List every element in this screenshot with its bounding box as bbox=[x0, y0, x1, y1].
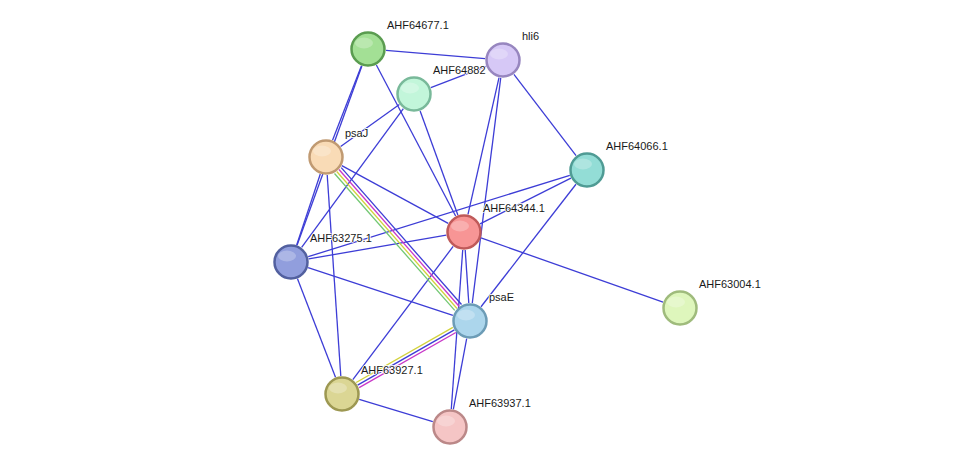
node-highlight bbox=[329, 383, 347, 394]
node-shape bbox=[350, 31, 386, 67]
interaction-edge bbox=[359, 333, 456, 388]
interaction-edge bbox=[297, 279, 335, 377]
protein-label: psaE bbox=[489, 291, 514, 304]
node-shape bbox=[446, 214, 482, 250]
node-circle bbox=[664, 292, 697, 325]
node-highlight bbox=[451, 221, 469, 232]
node-highlight bbox=[278, 251, 296, 262]
node-shape bbox=[324, 376, 360, 412]
node-circle bbox=[454, 305, 487, 338]
node-circle bbox=[275, 246, 308, 279]
protein-label: AHF63275.1 bbox=[310, 232, 372, 245]
node-circle bbox=[352, 33, 385, 66]
protein-node: psaJ bbox=[308, 139, 344, 175]
protein-node: AHF64882 bbox=[396, 76, 432, 112]
protein-label: hli6 bbox=[522, 30, 539, 43]
interaction-edge bbox=[359, 399, 433, 421]
interaction-edge bbox=[386, 50, 485, 58]
protein-label: AHF64344.1 bbox=[483, 202, 545, 215]
evidence-strand bbox=[358, 330, 455, 385]
node-shape bbox=[273, 244, 309, 280]
node-shape bbox=[569, 152, 605, 188]
node-shape bbox=[662, 290, 698, 326]
node-highlight bbox=[667, 297, 685, 308]
protein-node: AHF64677.1 bbox=[350, 31, 386, 67]
node-highlight bbox=[313, 146, 331, 157]
node-shape bbox=[308, 139, 344, 175]
interaction-edge bbox=[376, 65, 455, 216]
node-circle bbox=[448, 216, 481, 249]
interaction-edge bbox=[480, 178, 571, 224]
node-circle bbox=[398, 78, 431, 111]
protein-node: hli6 bbox=[485, 42, 521, 78]
node-circle bbox=[434, 411, 467, 444]
node-highlight bbox=[490, 49, 508, 60]
protein-label: AHF64677.1 bbox=[387, 19, 449, 32]
node-highlight bbox=[355, 38, 373, 49]
interaction-edge bbox=[472, 78, 500, 303]
evidence-strand bbox=[356, 327, 453, 382]
interaction-edge bbox=[514, 74, 576, 155]
protein-node: AHF64066.1 bbox=[569, 152, 605, 188]
protein-node: AHF64344.1 bbox=[446, 214, 482, 250]
node-circle bbox=[571, 154, 604, 187]
protein-label: AHF64066.1 bbox=[606, 140, 668, 153]
node-highlight bbox=[574, 159, 592, 170]
protein-label: AHF63927.1 bbox=[361, 364, 423, 377]
protein-label: psaJ bbox=[345, 127, 368, 140]
protein-node: psaE bbox=[452, 303, 488, 339]
protein-node: AHF63937.1 bbox=[432, 409, 468, 445]
protein-node: AHF63004.1 bbox=[662, 290, 698, 326]
node-shape bbox=[432, 409, 468, 445]
node-shape bbox=[452, 303, 488, 339]
node-highlight bbox=[437, 416, 455, 427]
interaction-edge bbox=[468, 78, 499, 215]
protein-label: AHF64882 bbox=[433, 64, 486, 77]
interaction-edge bbox=[302, 109, 404, 248]
protein-node: AHF63275.1 bbox=[273, 244, 309, 280]
node-circle bbox=[487, 44, 520, 77]
interaction-edge bbox=[420, 111, 458, 215]
protein-node: AHF63927.1 bbox=[324, 376, 360, 412]
node-shape bbox=[396, 76, 432, 112]
node-highlight bbox=[401, 83, 419, 94]
node-circle bbox=[326, 378, 359, 411]
interaction-edge bbox=[465, 250, 469, 303]
protein-label: AHF63004.1 bbox=[699, 278, 761, 291]
node-highlight bbox=[457, 310, 475, 321]
interaction-edge bbox=[453, 339, 466, 410]
protein-label: AHF63937.1 bbox=[469, 397, 531, 410]
interaction-edge bbox=[481, 184, 576, 307]
node-circle bbox=[310, 141, 343, 174]
node-shape bbox=[485, 42, 521, 78]
